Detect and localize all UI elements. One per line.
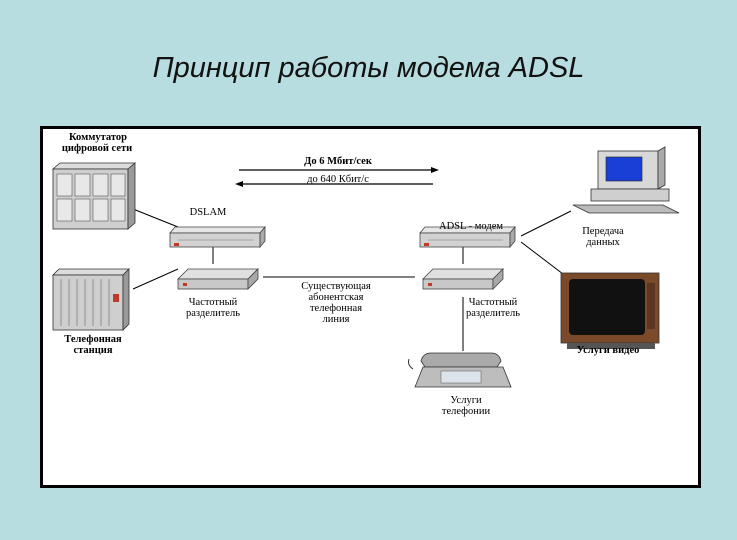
modem-to-computer-line [520,210,572,237]
downstream-arrowhead [431,167,439,173]
telephone-exchange-icon [52,268,130,331]
adsl-diagram: Коммутатор цифровой сети Телефонная стан… [40,126,701,488]
right-splitter-label-line2: разделитель [465,308,520,319]
computer-icon [572,146,680,214]
phone-services-label-line1: Услуги [450,395,482,406]
modem-to-tv-line [520,241,564,275]
left-splitter-label-line1: Частотный [188,297,238,308]
switch-to-dslam-line [132,208,179,228]
speed-arrows [235,167,439,187]
left-splitter-label-line2: разделитель [185,308,240,319]
right-splitter-label-line1: Частотный [468,297,518,308]
switch-label-line1: Коммутатор [68,132,128,143]
splitter-icon [422,268,504,290]
subscriber-line-label-4: линия [322,314,350,325]
connection-lines [132,208,572,351]
downstream-speed-label: До 6 Мбит/сек [304,156,372,167]
data-transfer-label-line1: Передача [582,226,624,237]
dslam-icon [169,225,266,249]
splitter-icon [177,268,259,290]
data-transfer-label-line2: данных [586,237,620,248]
video-services-label: Услуги видео [576,345,640,356]
upstream-speed-label: до 640 Кбит/с [307,174,369,185]
subscriber-line-label-1: Существующая [301,281,371,292]
switch-rack-icon [51,162,137,230]
adsl-modem-icon [419,225,516,249]
diagram-graphics [51,146,680,388]
upstream-arrowhead [235,181,243,187]
telephone-icon [408,352,512,388]
telephone-station-label-line2: станция [73,345,113,356]
switch-label-line2: цифровой сети [61,143,133,154]
tv-icon [560,272,660,349]
subscriber-line-label-3: телефонная [309,303,363,314]
adsl-modem-label: ADSL - модем [438,221,503,232]
telephone-station-label-line1: Телефонная [64,334,122,345]
phone-services-label-line2: телефонии [441,406,491,417]
station-to-splitter-line [132,268,179,290]
dslam-label: DSLAM [189,207,227,218]
subscriber-line-label-2: абонентская [308,292,364,303]
slide-title: Принцип работы модема ADSL [152,52,585,84]
